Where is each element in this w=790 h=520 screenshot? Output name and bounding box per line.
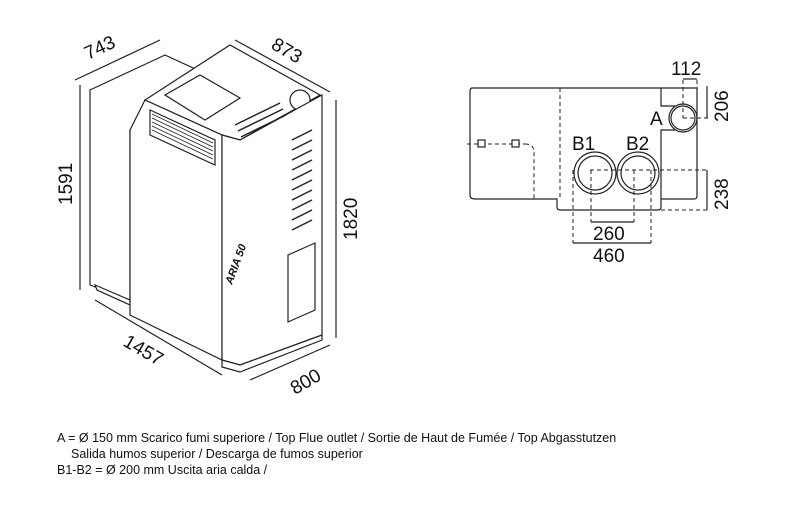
dim-873: 873 [268, 34, 306, 68]
dim-460: 460 [593, 246, 625, 267]
dim-1457: 1457 [120, 331, 167, 370]
dim-743: 743 [81, 32, 119, 64]
top-hatch [163, 74, 242, 121]
outlet-b1 [573, 151, 617, 195]
side-hatch [287, 242, 316, 323]
label-b1: B1 [572, 134, 595, 155]
legend-line-a-cont: Salida humos superior / Descarga de fumo… [71, 447, 363, 461]
dim-206: 206 [712, 90, 733, 122]
outlet-b2 [616, 151, 660, 195]
dim-800: 800 [287, 365, 325, 399]
label-a: A [650, 109, 663, 130]
legend-line-b: B1-B2 = Ø 200 mm Uscita aria calda / [57, 463, 268, 477]
dim-238: 238 [712, 178, 733, 210]
dim-112: 112 [671, 59, 701, 80]
stove-isometric: ARIA 50 743 873 1591 1820 1457 800 [56, 32, 362, 399]
front-grille [149, 109, 216, 166]
top-view: 112 206 238 260 460 A B1 B2 [467, 59, 733, 267]
legend-line-a: A = Ø 150 mm Scarico fumi superiore / To… [57, 431, 617, 445]
dim-1820: 1820 [341, 198, 362, 240]
dim-260: 260 [593, 224, 625, 245]
label-b2: B2 [626, 134, 649, 155]
dim-1591: 1591 [56, 163, 77, 205]
legend: A = Ø 150 mm Scarico fumi superiore / To… [57, 430, 616, 478]
